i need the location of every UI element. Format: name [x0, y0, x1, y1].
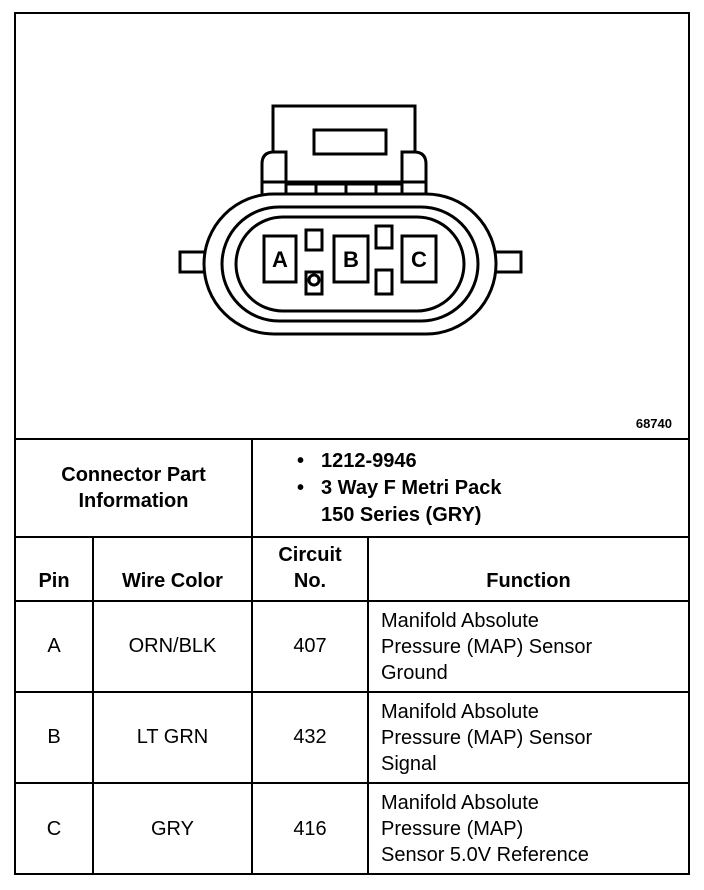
latch-right-shoulder: [400, 150, 428, 194]
header-wire-color: Wire Color: [92, 536, 253, 602]
connector-info-items: 1212-9946 3 Way F Metri Pack 150 Series …: [250, 438, 689, 538]
row-function: Manifold Absolute Pressure (MAP) Sensor …: [366, 691, 689, 784]
row-function: Manifold Absolute Pressure (MAP) Sensor …: [366, 600, 689, 693]
key-top-right: [374, 224, 394, 250]
row-circuit: 407: [251, 600, 369, 693]
pin-label-a: A: [272, 247, 288, 272]
connector-figure: A B C 68740: [16, 14, 688, 440]
header-circuit: Circuit No.: [251, 536, 369, 602]
key-top-left: [304, 228, 324, 252]
key-bottom-right: [374, 268, 394, 296]
header-function: Function: [366, 536, 689, 602]
pin-label-c: C: [411, 247, 427, 272]
row-function: Manifold Absolute Pressure (MAP) Sensor …: [366, 782, 689, 874]
part-number: 1212-9946: [297, 448, 688, 475]
pin-box-a: [262, 234, 298, 284]
connector-drawing: A B C: [178, 104, 523, 336]
key-dot: [307, 273, 321, 287]
pinout-table: Connector Part Information 1212-9946 3 W…: [16, 438, 689, 874]
connector-info-row: Connector Part Information 1212-9946 3 W…: [16, 438, 689, 538]
pin-box-b: [332, 234, 370, 284]
row-wire-color: LT GRN: [92, 691, 253, 784]
table-row: C GRY 416 Manifold Absolute Pressure (MA…: [16, 782, 689, 874]
table-header-row: Pin Wire Color Circuit No. Function: [16, 536, 689, 602]
connector-sheet: A B C 68740 Connector Part Information 1: [14, 12, 690, 875]
row-wire-color: ORN/BLK: [92, 600, 253, 693]
row-pin: A: [16, 600, 94, 693]
row-pin: C: [16, 782, 94, 874]
row-wire-color: GRY: [92, 782, 253, 874]
table-row: B LT GRN 432 Manifold Absolute Pressure …: [16, 691, 689, 784]
figure-id: 68740: [635, 416, 672, 431]
latch-slot: [312, 128, 388, 156]
latch-left-shoulder: [260, 150, 288, 194]
row-circuit: 432: [251, 691, 369, 784]
pin-label-b: B: [343, 247, 359, 272]
connector-info-label: Connector Part Information: [16, 438, 253, 538]
row-circuit: 416: [251, 782, 369, 874]
table-row: A ORN/BLK 407 Manifold Absolute Pressure…: [16, 600, 689, 693]
header-pin: Pin: [16, 536, 94, 602]
row-pin: B: [16, 691, 94, 784]
connector-type: 3 Way F Metri Pack 150 Series (GRY): [297, 475, 688, 529]
pin-box-c: [400, 234, 438, 284]
